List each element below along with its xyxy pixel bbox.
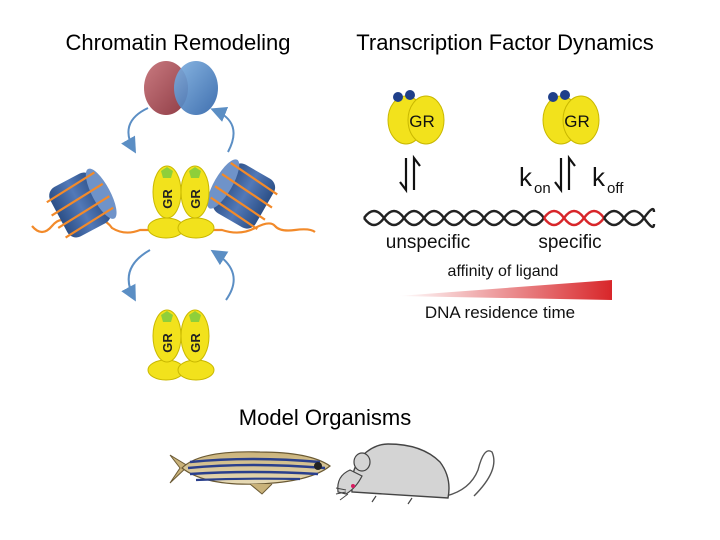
gr-label: GR [564, 112, 590, 131]
rate-k: k [519, 162, 533, 192]
dna-helix [363, 207, 656, 229]
nucleosome-icon [207, 159, 278, 230]
rate-k: k [592, 162, 606, 192]
dna-label-unspecific: unspecific [386, 232, 471, 253]
gr-receptor-icon: GR [542, 90, 600, 145]
gr-label: GR [160, 333, 175, 353]
gradient-wedge [398, 280, 612, 300]
equilibrium-arrows-icon [554, 154, 576, 194]
nucleosome-icon [46, 168, 117, 239]
dna-label-specific: specific [538, 232, 601, 253]
gr-label: GR [188, 333, 203, 353]
gr-receptor-icon: GR [387, 90, 445, 145]
gr-dimer-icon: GR GR [147, 309, 215, 381]
heading-model-organisms: Model Organisms [239, 405, 411, 430]
gr-label: GR [188, 189, 203, 209]
gr-label: GR [160, 189, 175, 209]
remodeler-complex-icon [144, 61, 218, 115]
equilibrium-arrows-icon [399, 154, 421, 194]
zebrafish-icon [169, 451, 332, 495]
label-dna-residence-time: DNA residence time [425, 303, 575, 322]
rate-on-subscript: on [534, 180, 551, 197]
label-affinity-of-ligand: affinity of ligand [448, 263, 559, 280]
rate-off-subscript: off [607, 180, 624, 197]
heading-chromatin-remodeling: Chromatin Remodeling [66, 30, 291, 55]
mouse-icon [335, 443, 495, 505]
cycle-arrows [121, 107, 235, 302]
rate-kon: k on [519, 162, 551, 197]
rate-koff: k off [592, 162, 624, 197]
gr-label: GR [409, 112, 435, 131]
gr-dimer-icon: GR GR [147, 165, 215, 239]
heading-tf-dynamics: Transcription Factor Dynamics [356, 30, 653, 55]
